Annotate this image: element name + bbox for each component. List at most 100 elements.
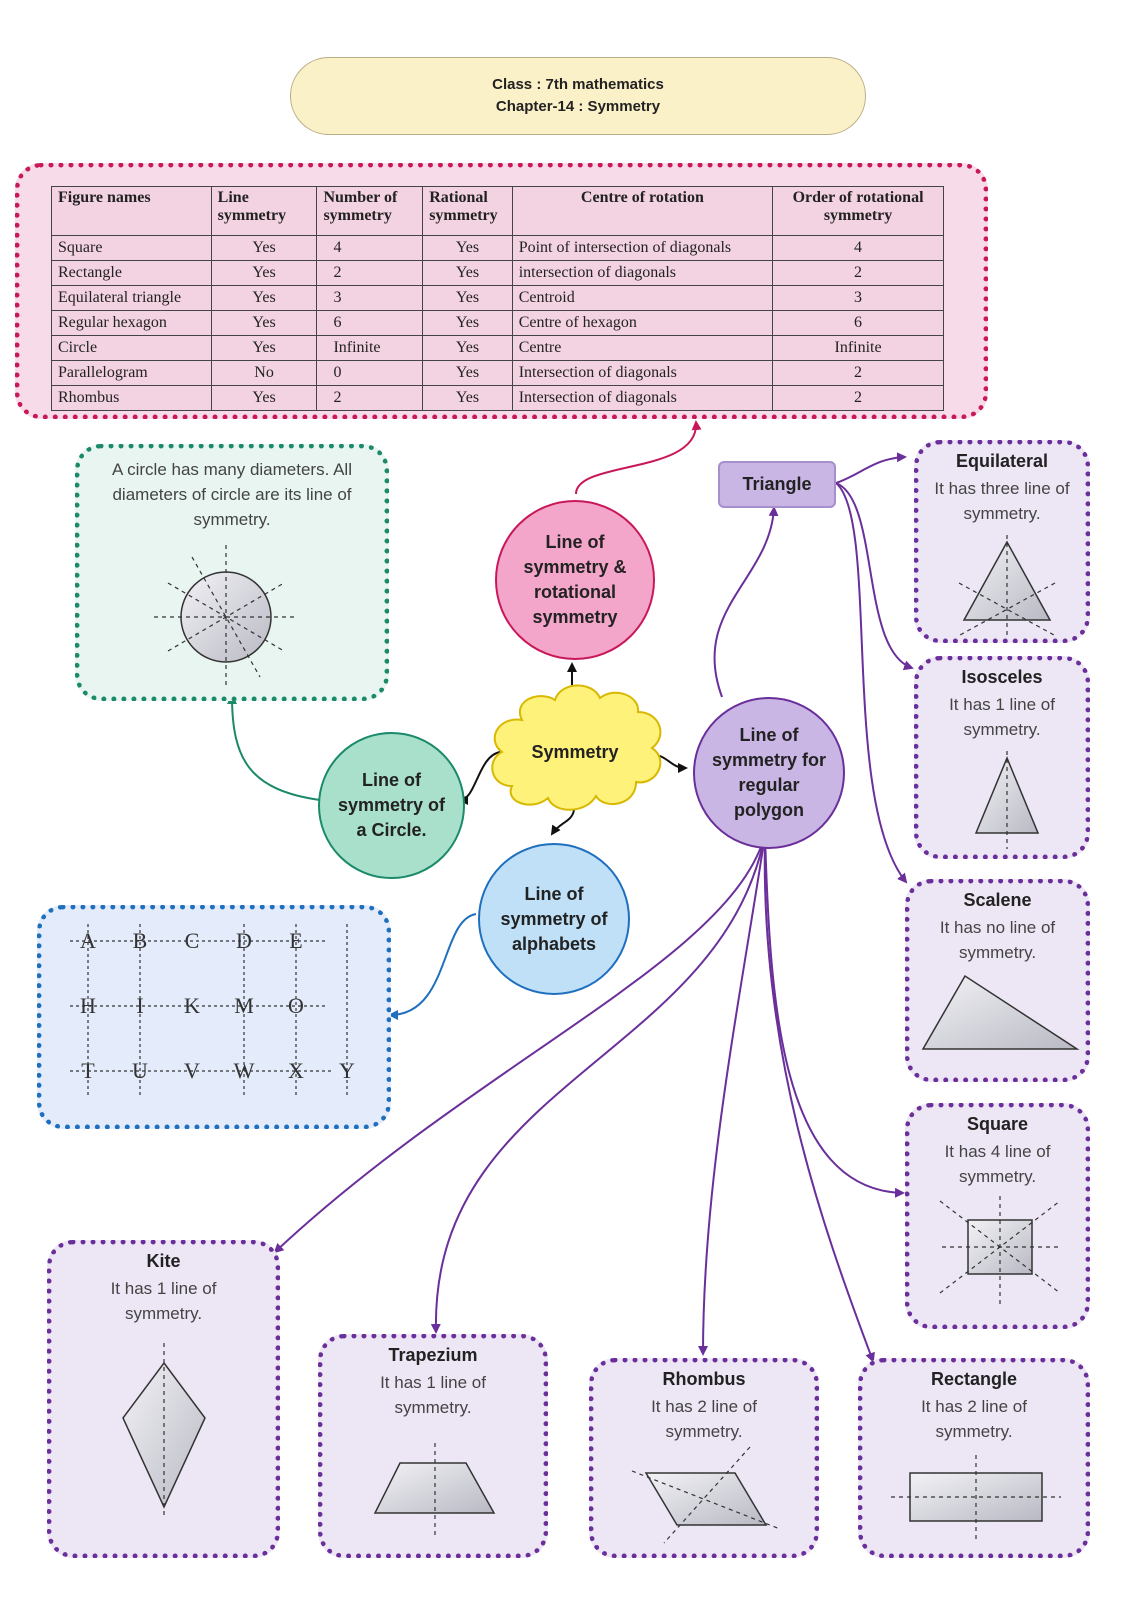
table-cell: Equilateral triangle xyxy=(51,285,212,311)
trapezium-shape xyxy=(373,1462,496,1514)
equilateral-triangle-shape xyxy=(962,540,1052,621)
alphabet-letter: V xyxy=(184,1058,200,1083)
symmetry-table: Figure names Line symmetry Number of sym… xyxy=(51,186,944,411)
chapter-title: Chapter-14 : Symmetry xyxy=(495,98,661,115)
circle-note-box: A circle has many diameters. All diamete… xyxy=(75,444,389,701)
table-header-row: Figure names Line symmetry Number of sym… xyxy=(51,186,944,236)
trapezium-desc: It has 1 line of symmetry. xyxy=(380,1373,486,1417)
node-triangle-label: Triangle xyxy=(742,474,812,494)
node-rotational-symmetry[interactable]: Line of symmetry & rotational symmetry xyxy=(495,500,655,660)
alphabet-letter: C xyxy=(185,928,200,953)
table-cell: Infinite xyxy=(316,335,424,361)
kite-box: Kite It has 1 line of symmetry. xyxy=(47,1240,280,1558)
arrow-to-rectangle xyxy=(763,834,875,1363)
node-alphabet-label: Line of symmetry of alphabets xyxy=(500,883,608,954)
scalene-title: Scalene xyxy=(963,890,1032,910)
node-regular-polygon[interactable]: Line of symmetry for regular polygon xyxy=(693,697,845,849)
table-cell: 0 xyxy=(316,360,424,386)
rectangle-box: Rectangle It has 2 line of symmetry. xyxy=(858,1358,1090,1558)
arrow-to-square xyxy=(764,834,905,1198)
table-cell: Parallelogram xyxy=(51,360,212,386)
equilateral-diagram xyxy=(958,535,1056,636)
node-circle-symmetry[interactable]: Line of symmetry of a Circle. xyxy=(318,732,465,879)
isosceles-desc: It has 1 line of symmetry. xyxy=(949,695,1055,739)
square-diagram xyxy=(939,1196,1061,1306)
arrow-to-kite xyxy=(273,834,766,1254)
table-cell: Rhombus xyxy=(51,385,212,411)
scalene-triangle-shape xyxy=(921,974,1080,1050)
table-cell: 2 xyxy=(316,385,424,411)
equilateral-desc: It has three line of symmetry. xyxy=(934,479,1070,523)
table-cell: 4 xyxy=(772,235,944,261)
arrow-to-scalene xyxy=(835,482,908,884)
title-pill: Class : 7th mathematics Chapter-14 : Sym… xyxy=(290,57,866,135)
table-cell: 2 xyxy=(316,260,424,286)
rhombus-shape xyxy=(644,1472,768,1526)
node-triangle[interactable]: Triangle xyxy=(718,461,836,508)
rhombus-desc: It has 2 line of symmetry. xyxy=(651,1397,757,1441)
trapezium-diagram xyxy=(373,1443,496,1539)
table-cell: 2 xyxy=(772,360,944,386)
header-rational-symmetry: Rational symmetry xyxy=(422,186,513,236)
scalene-box: Scalene It has no line of symmetry. xyxy=(905,879,1090,1082)
alphabet-letter: K xyxy=(184,993,200,1018)
rectangle-title: Rectangle xyxy=(930,1369,1018,1389)
table-cell: Yes xyxy=(210,285,318,311)
circle-note-text: A circle has many diameters. All diamete… xyxy=(112,460,352,529)
header-number-of-symmetry: Number of symmetry xyxy=(316,186,424,236)
table-cell: Centre xyxy=(511,335,774,361)
table-cell: No xyxy=(210,360,318,386)
trapezium-box: Trapezium It has 1 line of symmetry. xyxy=(318,1334,548,1558)
rectangle-diagram xyxy=(891,1455,1061,1541)
node-polygon-label: Line of symmetry for regular polygon xyxy=(711,725,827,820)
rhombus-diagram xyxy=(631,1446,781,1544)
alphabet-letter: H xyxy=(80,993,96,1018)
alphabet-letter: I xyxy=(136,993,143,1018)
table-cell: 4 xyxy=(316,235,424,261)
node-alphabet-symmetry[interactable]: Line of symmetry of alphabets xyxy=(478,843,630,995)
diameter-lines xyxy=(154,545,298,689)
table-cell: Yes xyxy=(210,385,318,411)
arrow-to-trapezium xyxy=(430,834,766,1334)
scalene-desc: It has no line of symmetry. xyxy=(939,918,1056,962)
arrow-to-rhombus xyxy=(698,834,766,1356)
node-rotational-label: Line of symmetry & rotational symmetry xyxy=(523,532,627,627)
isosceles-box: Isosceles It has 1 line of symmetry. xyxy=(914,656,1090,859)
table-cell: 2 xyxy=(772,260,944,286)
table-cell: Centre of hexagon xyxy=(511,310,774,336)
rhombus-title: Rhombus xyxy=(662,1369,746,1389)
table-cell: 2 xyxy=(772,385,944,411)
equilateral-box: Equilateral It has three line of symmetr… xyxy=(914,440,1090,643)
arrow-to-alphabets xyxy=(550,809,575,836)
table-cell: Square xyxy=(51,235,212,261)
alphabet-letter: M xyxy=(234,993,254,1018)
symmetry-table-panel: Figure names Line symmetry Number of sym… xyxy=(15,163,988,419)
table-cell: Yes xyxy=(422,235,513,261)
kite-diagram xyxy=(122,1343,206,1515)
square-box: Square It has 4 line of symmetry. xyxy=(905,1103,1090,1329)
rhombus-box: Rhombus It has 2 line of symmetry. xyxy=(589,1358,819,1558)
alphabet-letter: D xyxy=(236,928,252,953)
isosceles-title: Isosceles xyxy=(961,667,1043,687)
table-cell: intersection of diagonals xyxy=(511,260,774,286)
table-cell: Circle xyxy=(51,335,212,361)
node-circle-label: Line of symmetry of a Circle. xyxy=(337,770,446,840)
symmetry-cloud[interactable] xyxy=(491,684,662,811)
alphabet-letter: E xyxy=(289,928,302,953)
isosceles-diagram xyxy=(974,751,1040,849)
table-cell: Yes xyxy=(210,235,318,261)
kite-desc: It has 1 line of symmetry. xyxy=(110,1279,217,1323)
table-cell: Intersection of diagonals xyxy=(511,385,774,411)
class-title: Class : 7th mathematics xyxy=(492,76,664,93)
rectangle-desc: It has 2 line of symmetry. xyxy=(921,1397,1027,1441)
kite-title: Kite xyxy=(146,1251,181,1271)
